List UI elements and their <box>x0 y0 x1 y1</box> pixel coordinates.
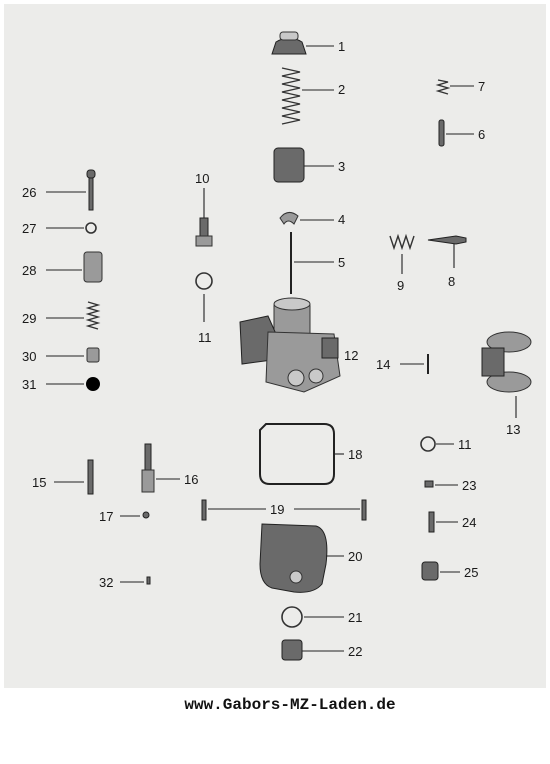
part-17-nut <box>120 511 150 519</box>
part-21-ring <box>281 606 344 628</box>
label-17: 17 <box>99 509 113 524</box>
label-13: 13 <box>506 422 520 437</box>
part-12-carburetor-body <box>239 297 341 393</box>
label-12: 12 <box>344 348 358 363</box>
label-30: 30 <box>22 349 36 364</box>
label-14: 14 <box>376 357 390 372</box>
label-11: 11 <box>198 330 212 345</box>
part-7-spring <box>435 79 474 95</box>
part-32-pin <box>120 576 151 585</box>
part-29-spring <box>46 301 101 330</box>
label-25: 25 <box>464 565 478 580</box>
label-15: 15 <box>32 475 46 490</box>
label-21: 21 <box>348 610 362 625</box>
part-11-ring-left <box>195 272 213 322</box>
part-24-jet <box>428 511 458 533</box>
part-2-spring <box>281 67 334 125</box>
part-14-pin <box>400 354 429 374</box>
label-11-right: 11 <box>458 437 472 452</box>
label-9: 9 <box>397 278 404 293</box>
parts-sheet: 1 2 3 4 5 6 7 8 9 10 11 12 13 14 15 16 1… <box>4 4 546 688</box>
part-30-sleeve <box>46 347 100 363</box>
label-27: 27 <box>22 221 36 236</box>
part-5-needle <box>290 232 334 294</box>
part-28-nut <box>46 251 103 283</box>
label-5: 5 <box>338 255 345 270</box>
part-13-flange <box>481 331 532 418</box>
label-6: 6 <box>478 127 485 142</box>
label-16: 16 <box>184 472 198 487</box>
label-3: 3 <box>338 159 345 174</box>
label-24: 24 <box>462 515 476 530</box>
label-4: 4 <box>338 212 345 227</box>
part-22-plug <box>281 639 344 661</box>
part-19-screws <box>201 499 367 521</box>
part-26-screw <box>46 169 96 211</box>
label-23: 23 <box>462 478 476 493</box>
part-15-rod <box>54 459 94 495</box>
label-19: 19 <box>270 502 284 517</box>
part-27-washer <box>46 222 97 234</box>
part-6-screw <box>438 119 474 147</box>
part-1-cap <box>271 31 334 55</box>
label-28: 28 <box>22 263 36 278</box>
part-8-screw <box>427 235 467 268</box>
label-29: 29 <box>22 311 36 326</box>
part-31-ball <box>46 377 100 391</box>
label-18: 18 <box>348 447 362 462</box>
label-32: 32 <box>99 575 113 590</box>
label-26: 26 <box>22 185 36 200</box>
website-watermark: www.Gabors-MZ-Laden.de <box>184 696 396 714</box>
label-22: 22 <box>348 644 362 659</box>
exploded-carburetor-diagram: 1 2 3 4 5 6 7 8 9 10 11 12 13 14 15 16 1… <box>22 31 532 661</box>
part-16-float-needle <box>141 443 180 493</box>
part-10-jet <box>195 188 213 247</box>
label-20: 20 <box>348 549 362 564</box>
label-31: 31 <box>22 377 36 392</box>
label-7: 7 <box>478 79 485 94</box>
part-18-gasket <box>259 423 344 485</box>
label-8: 8 <box>448 274 455 289</box>
part-20-float-bowl <box>259 523 344 593</box>
label-10: 10 <box>195 171 209 186</box>
part-4-clip <box>279 212 334 225</box>
part-3-slide <box>273 147 334 183</box>
label-1: 1 <box>338 39 345 54</box>
part-25-plug <box>421 561 460 581</box>
part-11-ring-right <box>420 436 454 452</box>
part-9-spring <box>389 233 415 274</box>
part-23-washer <box>424 480 458 488</box>
label-2: 2 <box>338 82 345 97</box>
